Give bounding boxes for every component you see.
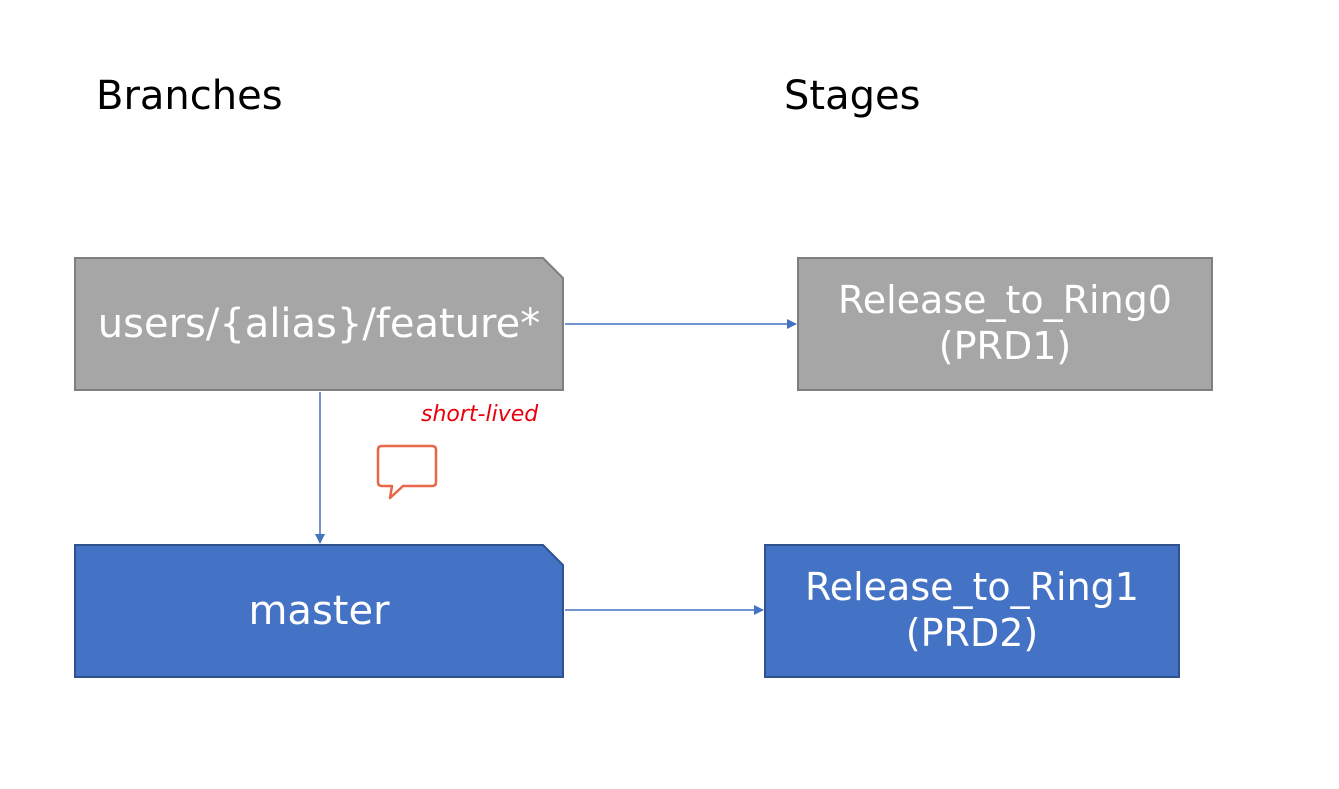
stages-heading: Stages bbox=[784, 73, 921, 119]
stage-ring1-shape[interactable] bbox=[764, 544, 1180, 678]
branches-heading: Branches bbox=[96, 73, 283, 119]
stage-ring0-shape[interactable] bbox=[797, 257, 1213, 391]
branch-feature-shape[interactable] bbox=[74, 257, 564, 391]
stage-ring1-label: Release_to_Ring1 (PRD2) bbox=[805, 565, 1139, 655]
short-lived-annotation: short-lived bbox=[421, 402, 539, 427]
stage-ring0-label: Release_to_Ring0 (PRD1) bbox=[838, 278, 1172, 368]
branch-master-shape[interactable] bbox=[74, 544, 564, 678]
comment-icon[interactable] bbox=[376, 444, 438, 500]
branch-master-label: master bbox=[248, 588, 390, 634]
branch-feature-label: users/{alias}/feature* bbox=[97, 301, 541, 347]
